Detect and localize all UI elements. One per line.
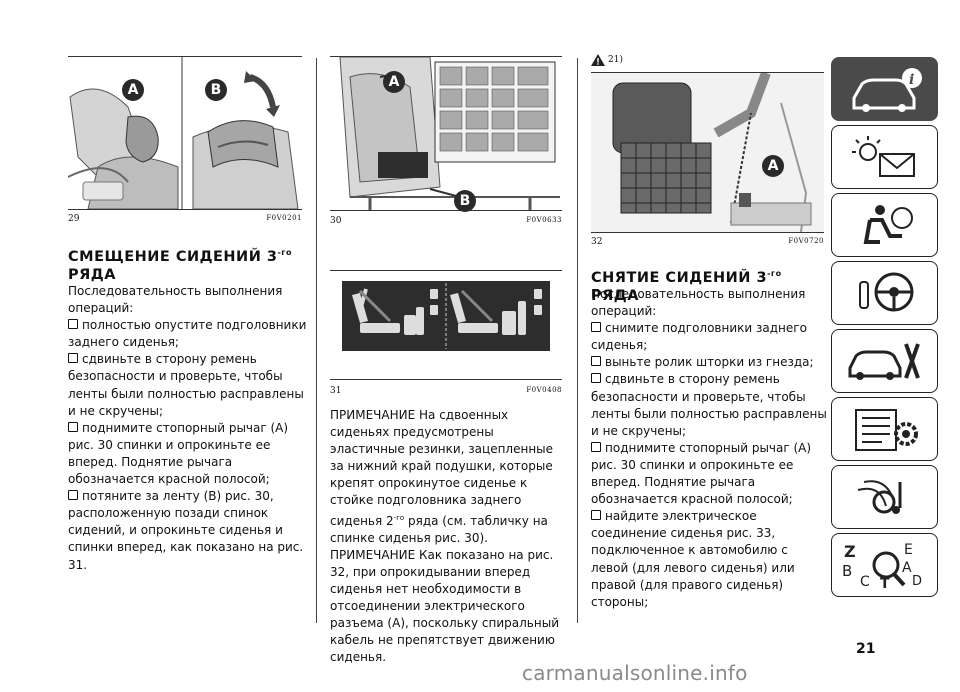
figure-30: A B [330, 56, 562, 212]
chapter-tab-warning-lights[interactable] [831, 125, 938, 189]
step-item: потяните за ленту (B) рис. 30, расположе… [68, 488, 308, 573]
figure-31-caption: 31 F0V0408 [330, 386, 562, 396]
warning-note: 21) [591, 54, 623, 66]
car-tools-icon [848, 343, 920, 380]
step-item: сдвиньте в сторону ремень безопасности и… [591, 371, 827, 439]
specs-gear-icon [854, 409, 918, 451]
figure-code: F0V0633 [526, 216, 562, 224]
note-sup: -го [393, 513, 405, 522]
index-letter: B [842, 562, 853, 580]
step-text: полностью опустите подголовники заднего … [68, 318, 307, 350]
step-item: выньте ролик шторки из гнезда; [591, 354, 827, 371]
step-item: полностью опустите подголовники заднего … [68, 317, 308, 351]
note-ref: 21) [608, 55, 623, 65]
steering-wheel-icon [858, 272, 913, 312]
chapter-tab-safety[interactable] [831, 193, 938, 257]
car-info-icon: i [852, 68, 922, 112]
figure-code: F0V0720 [788, 237, 824, 245]
index-letter: Z [844, 542, 856, 561]
warning-triangle-icon [591, 54, 605, 66]
heading-text: СНЯТИЕ СИДЕНИЙ 3 [591, 269, 768, 286]
chapter-tab-multimedia[interactable] [831, 465, 938, 529]
index-letter: T [880, 576, 890, 592]
step-text: потяните за ленту (B) рис. 30, расположе… [68, 489, 304, 572]
label-b-badge: B [205, 79, 227, 101]
column-2-body: ПРИМЕЧАНИЕ На сдвоенных сиденьях предусм… [330, 407, 568, 666]
watermark-text: carmanualsonline.info [522, 661, 748, 685]
index-letter: A [902, 560, 912, 576]
column-divider-1 [316, 58, 317, 623]
label-a-badge: A [122, 79, 144, 101]
section-heading-remove: СНЯТИЕ СИДЕНИЙ 3-го РЯДА [591, 265, 827, 305]
chapter-tab-index[interactable]: Z E B A C T D [831, 533, 938, 597]
note-text-end: ряда (см. табличку на спинке сиденья рис… [330, 513, 548, 545]
label-b-badge: B [454, 190, 476, 212]
step-text: сдвиньте в сторону ремень безопасности и… [68, 352, 304, 418]
seat-tilt-label-illustration [342, 281, 550, 351]
index-letter: C [860, 574, 870, 590]
index-icon [872, 551, 905, 587]
step-item: снимите подголовники заднего сиденья; [591, 320, 827, 354]
figure-29: A B [67, 56, 302, 210]
heading-line2: РЯДА [68, 266, 116, 283]
column-1-body: Последовательность выполнения операций: … [68, 283, 308, 574]
figure-31 [330, 270, 562, 380]
step-item: сдвиньте в сторону ремень безопасности и… [68, 351, 308, 419]
figure-30-caption: 30 F0V0633 [330, 216, 562, 226]
step-item: поднимите стопорный рычаг (A) рис. 30 сп… [68, 420, 308, 488]
step-text: сдвиньте в сторону ремень безопасности и… [591, 372, 827, 438]
page-number: 21 [856, 641, 876, 657]
multimedia-icon [857, 480, 901, 514]
index-letter: D [912, 574, 923, 589]
figure-number: 30 [330, 216, 342, 226]
chapter-tab-emergency[interactable] [831, 329, 938, 393]
step-text: снимите подголовники заднего сиденья; [591, 321, 807, 353]
figure-number: 29 [68, 214, 80, 224]
chapter-tab-specs[interactable] [831, 397, 938, 461]
index-letter: E [904, 542, 913, 558]
intro-paragraph: Последовательность выполнения операций: [591, 287, 806, 319]
note-paragraph-1: ПРИМЕЧАНИЕ На сдвоенных сиденьях предусм… [330, 407, 568, 547]
figure-code: F0V0201 [266, 214, 302, 222]
heading-sup: -го [767, 269, 782, 278]
step-text: поднимите стопорный рычаг (A) рис. 30 сп… [68, 420, 289, 487]
label-a-badge: A [383, 71, 405, 93]
note-text: ПРИМЕЧАНИЕ На сдвоенных сиденьях предусм… [330, 408, 554, 528]
seat-connector-illustration [591, 71, 824, 233]
figure-number: 32 [591, 237, 603, 247]
label-a-badge: A [762, 155, 784, 177]
seat-strap-illustration [330, 56, 562, 210]
warning-lights-icon [851, 136, 915, 177]
section-heading-shift: СМЕЩЕНИЕ СИДЕНИЙ 3-го РЯДА [68, 244, 308, 284]
heading-rest: РЯДА [591, 287, 639, 304]
svg-text:i: i [909, 72, 914, 88]
step-text: найдите электрическое соединение сиденья… [591, 509, 795, 609]
step-item: найдите электрическое соединение сиденья… [591, 508, 827, 611]
column-divider-2 [577, 58, 578, 623]
figure-code: F0V0408 [526, 386, 562, 394]
intro-paragraph: Последовательность выполнения операций: [68, 284, 283, 316]
note-paragraph-2: ПРИМЕЧАНИЕ Как показано на рис. 32, при … [330, 547, 559, 665]
seat-lever-illustration [67, 57, 302, 210]
step-text: поднимите стопорный рычаг (A) рис. 30 сп… [591, 440, 812, 507]
chapter-tab-car-info[interactable]: i [831, 57, 938, 121]
figure-32: A [591, 71, 824, 233]
figure-32-caption: 32 F0V0720 [591, 237, 824, 247]
step-text: выньте ролик шторки из гнезда; [605, 355, 814, 370]
heading-text: СМЕЩЕНИЕ СИДЕНИЙ 3 [68, 248, 278, 265]
airbag-safety-icon [863, 205, 913, 244]
column-3-body: Последовательность выполнения операций: … [591, 286, 827, 611]
figure-29-caption: 29 F0V0201 [68, 214, 302, 224]
figure-number: 31 [330, 386, 342, 396]
step-item: поднимите стопорный рычаг (A) рис. 30 сп… [591, 440, 827, 508]
heading-sup: -го [277, 248, 292, 257]
chapter-sidebar: i [831, 57, 938, 647]
chapter-tab-driving[interactable] [831, 261, 938, 325]
